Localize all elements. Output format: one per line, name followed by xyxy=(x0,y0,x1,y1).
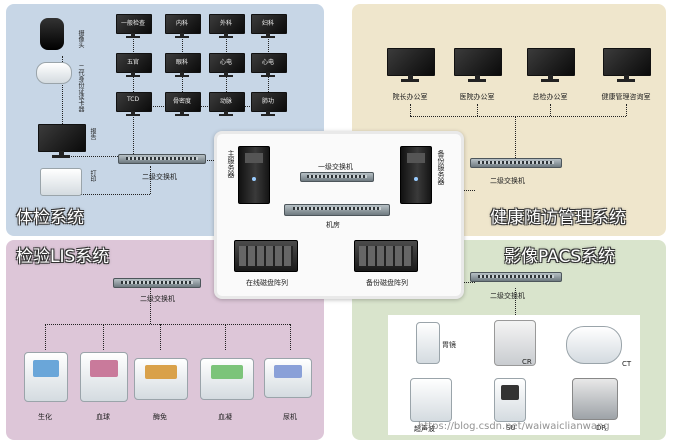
report-monitor xyxy=(38,124,86,158)
device-label: CT xyxy=(622,360,632,368)
office-label: 院长办公室 xyxy=(392,93,428,101)
online-storage-icon xyxy=(234,240,298,272)
report-label: 报告 xyxy=(89,128,96,140)
ultrasound-icon xyxy=(410,378,452,422)
tijian-title: 体检系统 xyxy=(16,208,84,228)
tijian-switch xyxy=(118,154,206,164)
jiankang-switch-label: 二级交换机 xyxy=(490,177,525,185)
su-device-icon xyxy=(494,378,526,422)
camera-icon xyxy=(40,18,64,50)
exam-room-monitor: 骨密度 xyxy=(165,92,201,116)
exam-room-monitor: 妇科 xyxy=(251,14,287,38)
yingxiang-title: 影像PACS系统 xyxy=(504,247,616,267)
device-label: 超声波 xyxy=(414,425,435,433)
device-label: SU xyxy=(506,424,516,432)
level1-switch-label: 一级交换机 xyxy=(318,163,353,171)
office-label: 总检办公室 xyxy=(532,93,568,101)
elisa-reader-icon xyxy=(134,358,188,400)
gastroscope-icon xyxy=(416,322,440,364)
online-storage-label: 在线磁盘阵列 xyxy=(246,279,288,287)
office-monitor xyxy=(527,48,575,82)
jiankang-switch xyxy=(470,158,562,168)
biochem-analyzer-icon xyxy=(24,352,68,402)
device-label: 血球 xyxy=(96,413,110,421)
device-label: 胃镜 xyxy=(442,341,456,349)
urine-analyzer-icon xyxy=(264,358,312,398)
device-label: DR xyxy=(596,424,607,432)
backup-server-label: 备份服务器 xyxy=(437,150,445,185)
hematology-analyzer-icon xyxy=(80,352,128,402)
office-monitor xyxy=(454,48,502,82)
jianyan-switch xyxy=(113,278,201,288)
exam-room-monitor: 外科 xyxy=(209,14,245,38)
coagulation-analyzer-icon xyxy=(200,358,254,400)
exam-room-monitor: 一般检查 xyxy=(116,14,152,38)
exam-room-monitor: 肺功 xyxy=(251,92,287,116)
yingxiang-switch xyxy=(470,272,562,282)
watermark: https://blog.csdn.net/waiwaiclianwang xyxy=(418,421,610,432)
exam-room-monitor: 内科 xyxy=(165,14,201,38)
level1-switch xyxy=(300,172,374,182)
jiankang-title: 健康随访管理系统 xyxy=(490,208,626,228)
jianyan-title: 检验LIS系统 xyxy=(16,247,110,267)
office-monitor xyxy=(603,48,651,82)
ct-scanner-icon xyxy=(566,326,622,364)
id-reader-label: 二代身份证读卡器 xyxy=(77,64,84,112)
jianyan-switch-label: 二级交换机 xyxy=(140,295,175,303)
main-server-label: 主服务器 xyxy=(227,150,235,178)
machine-room-switch xyxy=(284,204,390,216)
printer-icon xyxy=(40,168,82,196)
exam-room-monitor: TCD xyxy=(116,92,152,116)
device-label: 尿机 xyxy=(283,413,297,421)
office-label: 健康管理咨询室 xyxy=(601,93,651,101)
backup-storage-label: 备份磁盘阵列 xyxy=(366,279,408,287)
exam-room-monitor: 五官 xyxy=(116,53,152,77)
device-label: 生化 xyxy=(38,413,52,421)
cr-machine-icon xyxy=(494,320,536,366)
yingxiang-switch-label: 二级交换机 xyxy=(490,292,525,300)
exam-room-monitor: 心电 xyxy=(209,53,245,77)
main-server-icon xyxy=(238,146,270,204)
machine-room-label: 机房 xyxy=(326,221,340,229)
exam-room-monitor: 动脉 xyxy=(209,92,245,116)
tijian-switch-label: 二级交换机 xyxy=(142,173,177,181)
print-label: 打印 xyxy=(89,170,96,182)
id-card-reader-icon xyxy=(36,62,72,84)
backup-storage-icon xyxy=(354,240,418,272)
camera-label: 摄像头 xyxy=(77,30,84,48)
office-label: 医院办公室 xyxy=(459,93,495,101)
exam-room-monitor: 眼科 xyxy=(165,53,201,77)
dr-machine-icon xyxy=(572,378,618,420)
office-monitor xyxy=(387,48,435,82)
backup-server-icon xyxy=(400,146,432,204)
device-label: CR xyxy=(522,358,532,366)
exam-room-monitor: 心电 xyxy=(251,53,287,77)
device-label: 血凝 xyxy=(218,413,232,421)
device-label: 酶免 xyxy=(153,413,167,421)
